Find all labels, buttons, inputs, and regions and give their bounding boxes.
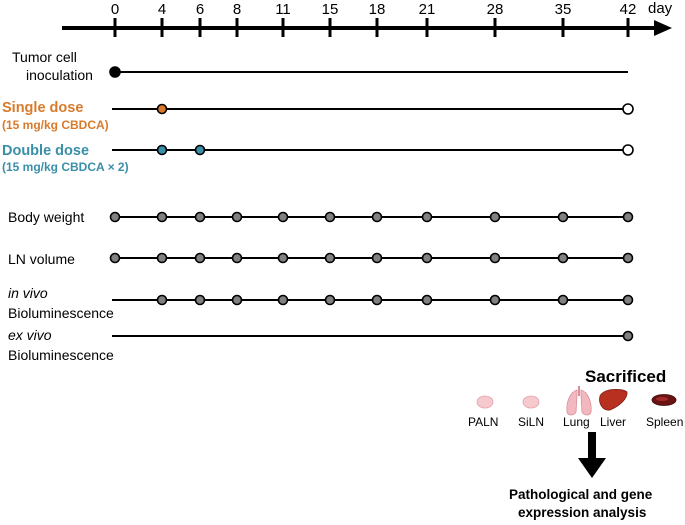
body-weight-marker (421, 211, 433, 223)
analysis-line1: Pathological and gene (509, 487, 653, 502)
in-vivo-marker (324, 294, 336, 306)
axis-tick-label: 15 (322, 1, 339, 18)
single-dose-title: Single dose (2, 100, 83, 116)
double-dose-subtitle: (15 mg/kg CBDCA × 2) (2, 160, 129, 174)
axis-tick-label: 28 (487, 1, 504, 18)
double-dose-endpoint (622, 144, 634, 156)
ln-volume-marker (557, 252, 569, 264)
axis-tick-label: 6 (196, 1, 204, 18)
sacrificed-title: Sacrificed (585, 367, 666, 386)
ln-volume-marker (156, 252, 168, 264)
ln-volume-marker (324, 252, 336, 264)
axis-tick-label: 0 (111, 1, 119, 18)
in-vivo-marker (277, 294, 289, 306)
axis-ticks: 0 4 6 8 11 15 18 21 28 35 42 (111, 1, 637, 37)
ln-volume-marker (277, 252, 289, 264)
body-weight-marker (109, 211, 121, 223)
axis-tick-label: 21 (419, 1, 436, 18)
in-vivo-marker (489, 294, 501, 306)
double-dose-marker (194, 144, 206, 156)
single-dose-marker (156, 103, 168, 115)
body-weight-marker (324, 211, 336, 223)
axis-tick-label: 42 (620, 1, 637, 18)
in-vivo-marker (557, 294, 569, 306)
single-dose-subtitle: (15 mg/kg CBDCA) (2, 118, 109, 132)
time-axis: 0 4 6 8 11 15 18 21 28 35 42 day (62, 0, 673, 37)
analysis-line2: expression analysis (518, 505, 646, 520)
in-vivo-marker (421, 294, 433, 306)
single-dose-endpoint (622, 103, 634, 115)
body-weight-marker (231, 211, 243, 223)
ln-volume-marker (421, 252, 433, 264)
axis-arrowhead (654, 20, 672, 36)
organ-label-spleen: Spleen (646, 415, 683, 429)
ex-vivo-label-italic: ex vivo (8, 327, 52, 343)
ln-volume-marker (231, 252, 243, 264)
axis-tick-label: 35 (555, 1, 572, 18)
in-vivo-marker (622, 294, 634, 306)
lymph-node-icon (522, 395, 540, 409)
ln-volume-marker (109, 252, 121, 264)
organ-icons (476, 386, 677, 416)
in-vivo-label-italic: in vivo (8, 285, 48, 301)
body-weight-marker (557, 211, 569, 223)
double-dose-marker (156, 144, 168, 156)
organ-label-liver: Liver (600, 415, 626, 429)
axis-tick-label: 18 (369, 1, 386, 18)
ln-volume-marker (622, 252, 634, 264)
timeline-rows (109, 66, 634, 342)
in-vivo-marker (194, 294, 206, 306)
axis-tick-label: 8 (233, 1, 241, 18)
body-weight-marker (622, 211, 634, 223)
liver-icon (599, 388, 628, 411)
in-vivo-marker (371, 294, 383, 306)
axis-tick-label: 11 (275, 1, 291, 18)
in-vivo-marker (231, 294, 243, 306)
in-vivo-label-line2: Bioluminescence (8, 305, 114, 321)
body-weight-marker (194, 211, 206, 223)
axis-unit-label: day (648, 0, 673, 17)
ex-vivo-label-line2: Bioluminescence (8, 347, 114, 363)
in-vivo-marker (156, 294, 168, 306)
body-weight-marker (489, 211, 501, 223)
inoculation-label-line2: inoculation (26, 67, 93, 83)
organ-label-siln: SiLN (518, 415, 544, 429)
ex-vivo-marker (622, 330, 634, 342)
down-arrow-icon (578, 432, 606, 478)
lymph-node-icon (476, 395, 494, 409)
organ-label-paln: PALN (468, 415, 498, 429)
ln-volume-marker (371, 252, 383, 264)
inoculation-label-line1: Tumor cell (12, 49, 77, 65)
ln-volume-label: LN volume (8, 251, 75, 267)
body-weight-marker (156, 211, 168, 223)
body-weight-marker (277, 211, 289, 223)
ln-volume-marker (194, 252, 206, 264)
body-weight-marker (371, 211, 383, 223)
inoculation-marker (109, 66, 121, 78)
ln-volume-marker (489, 252, 501, 264)
lung-icon (566, 386, 592, 416)
axis-tick-label: 4 (158, 1, 166, 18)
organ-label-lung: Lung (563, 415, 590, 429)
double-dose-title: Double dose (2, 143, 89, 159)
body-weight-label: Body weight (8, 209, 84, 225)
